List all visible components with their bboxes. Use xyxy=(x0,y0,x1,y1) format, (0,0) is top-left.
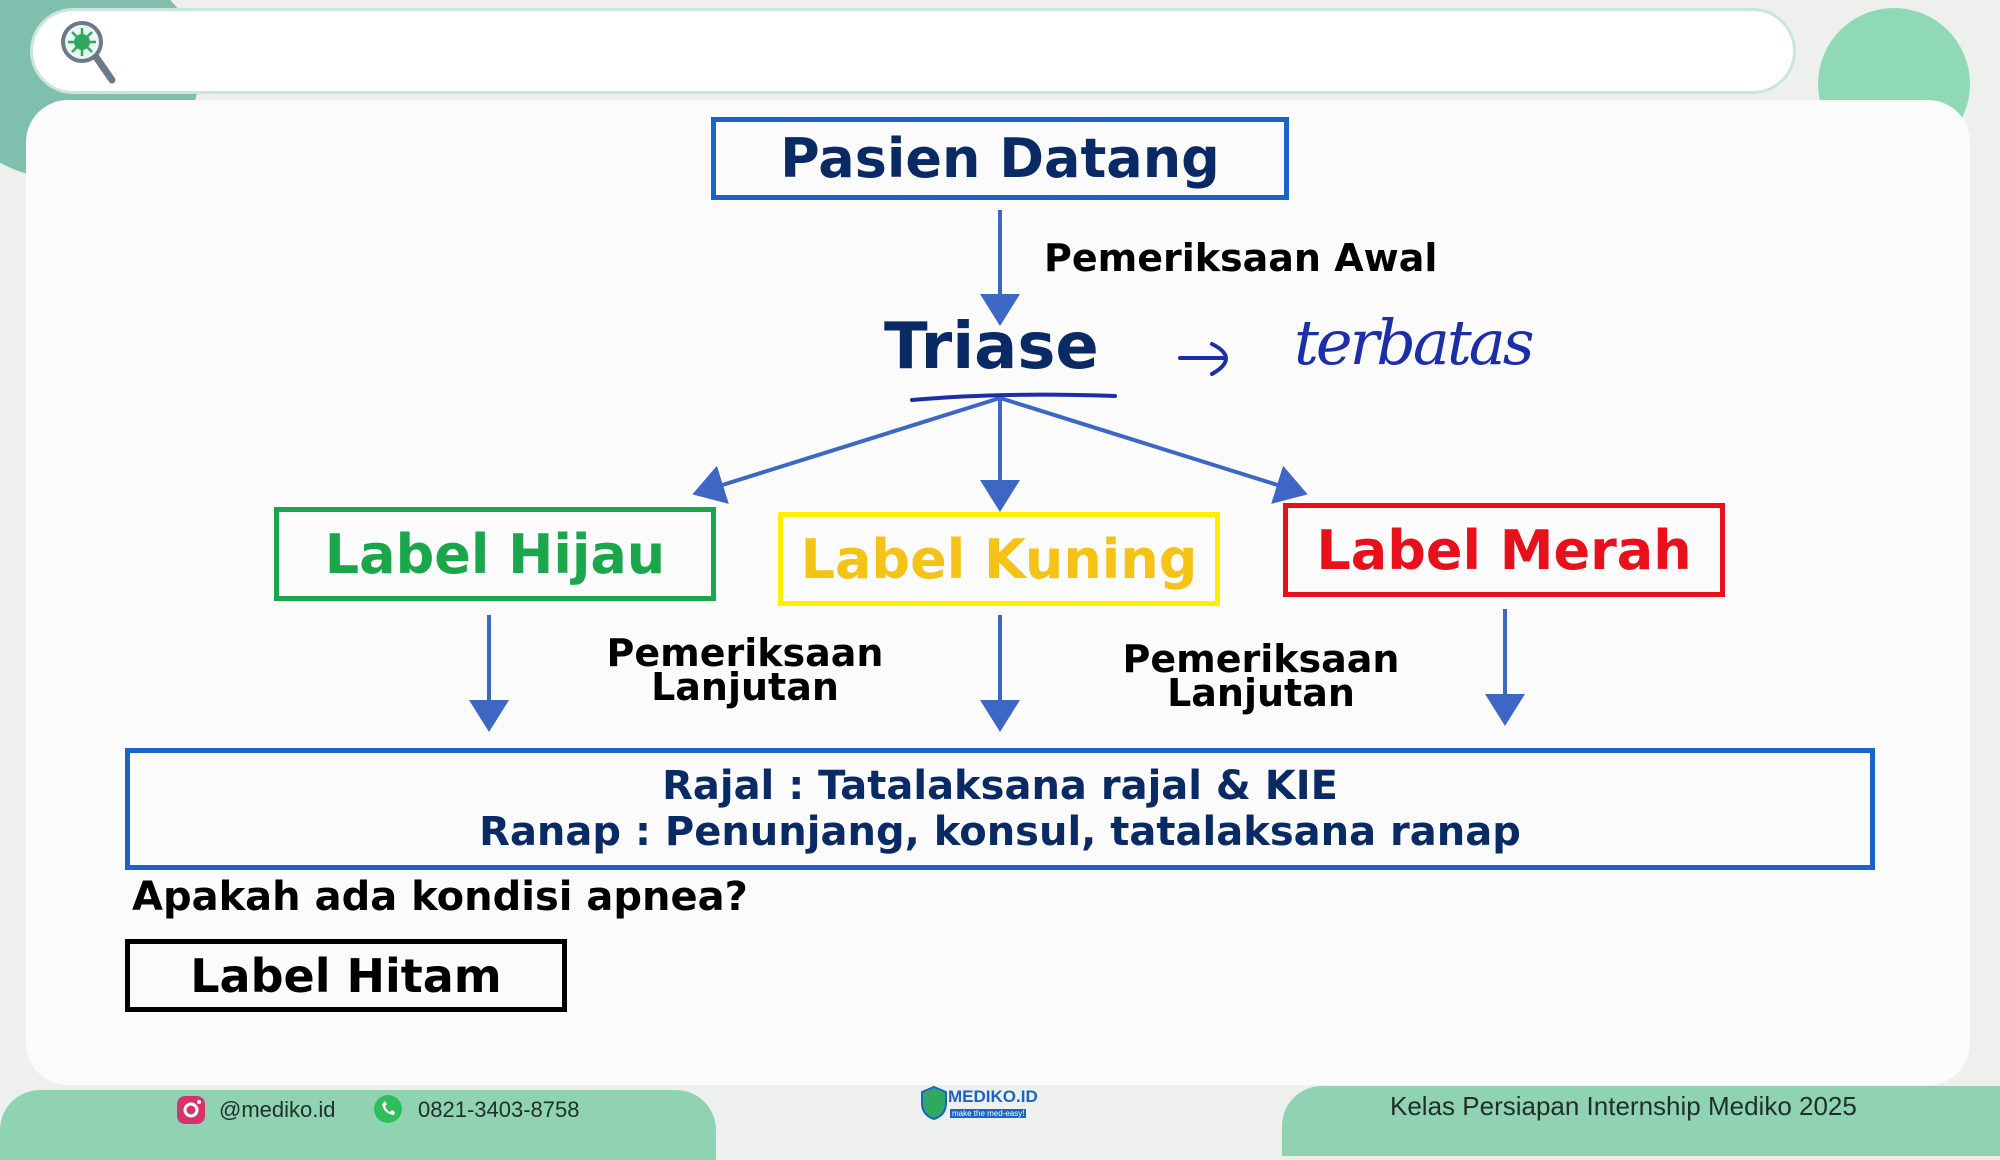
node-label-merah-text: Label Merah xyxy=(1316,518,1692,582)
node-pasien-datang-label: Pasien Datang xyxy=(780,127,1220,190)
footer-contact-bar xyxy=(0,1090,716,1160)
followup-right-line1: Pemeriksaan xyxy=(1122,637,1400,681)
arrow-to-green xyxy=(692,396,1001,504)
handwritten-arrow-icon xyxy=(1178,342,1228,376)
footer-course-title: Kelas Persiapan Internship Mediko 2025 xyxy=(1390,1091,1857,1121)
arrow-to-red xyxy=(999,396,1308,504)
node-label-hijau: Label Hijau xyxy=(274,507,716,601)
search-icon[interactable] xyxy=(56,16,118,88)
outcome-ranap: Ranap : Penunjang, konsul, tatalaksana r… xyxy=(479,809,1521,855)
followup-right-line2: Lanjutan xyxy=(1167,671,1355,715)
node-label-hijau-text: Label Hijau xyxy=(324,522,666,586)
question-apnea: Apakah ada kondisi apnea? xyxy=(132,874,748,920)
node-outcome: Rajal : Tatalaksana rajal & KIE Ranap : … xyxy=(125,748,1875,870)
mediko-logo: MEDIKO.ID make the med-easy! xyxy=(920,1085,1038,1123)
diagram-connectors xyxy=(469,210,1525,732)
node-pasien-datang: Pasien Datang xyxy=(711,117,1289,200)
node-triase: Triase xyxy=(884,310,1099,384)
footer-instagram[interactable]: @mediko.id xyxy=(219,1097,336,1122)
step-pemeriksaan-awal: Pemeriksaan Awal xyxy=(1044,236,1438,280)
whatsapp-icon[interactable] xyxy=(372,1094,404,1125)
search-bar[interactable] xyxy=(30,8,1796,94)
followup-left-line2: Lanjutan xyxy=(651,665,839,709)
instagram-icon[interactable] xyxy=(175,1095,207,1125)
node-label-hitam: Label Hitam xyxy=(125,939,567,1012)
node-label-kuning: Label Kuning xyxy=(778,512,1220,606)
node-label-kuning-text: Label Kuning xyxy=(800,527,1198,591)
followup-left: Pemeriksaan Lanjutan xyxy=(590,631,900,709)
mediko-shield-icon xyxy=(921,1085,947,1121)
handwritten-note: terbatas xyxy=(1294,306,1535,379)
followup-left-line1: Pemeriksaan xyxy=(606,631,884,675)
node-label-hitam-text: Label Hitam xyxy=(190,948,502,1003)
mediko-logo-tagline: make the med-easy! xyxy=(950,1109,1027,1118)
mediko-logo-text: MEDIKO.ID xyxy=(948,1087,1038,1106)
footer-phone[interactable]: 0821-3403-8758 xyxy=(418,1097,580,1122)
followup-right: Pemeriksaan Lanjutan xyxy=(1106,637,1416,715)
node-label-merah: Label Merah xyxy=(1283,503,1725,597)
outcome-rajal: Rajal : Tatalaksana rajal & KIE xyxy=(662,763,1338,809)
handwritten-underline xyxy=(910,392,1117,402)
